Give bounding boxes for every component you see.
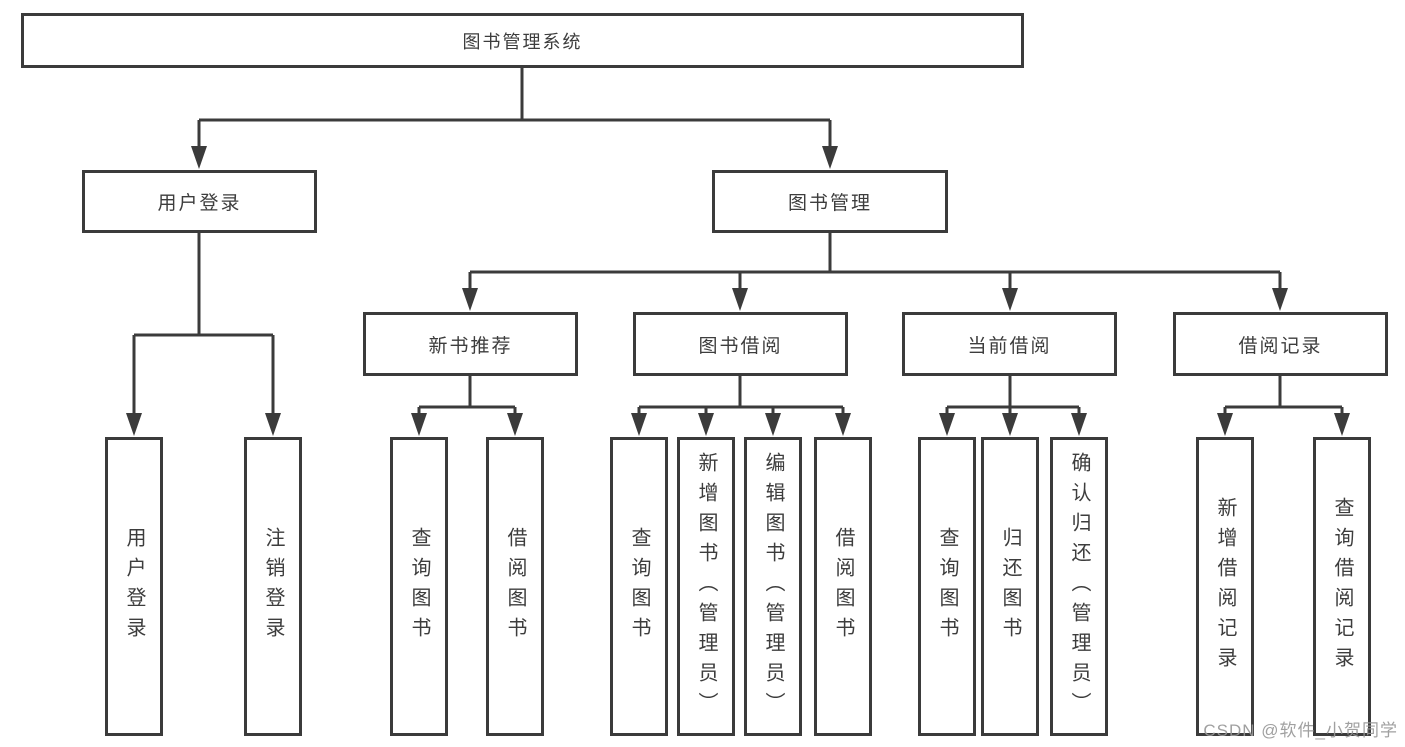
- node-label: 当前借阅: [967, 335, 1052, 357]
- node-user-login: 用户登录: [82, 170, 317, 233]
- leaf-borrow-books: 借阅图书: [486, 437, 544, 736]
- node-borrowing-records: 借阅记录: [1173, 312, 1388, 376]
- node-label: 用户登录: [157, 193, 242, 214]
- leaf-confirm-return-admin: 确认归还（管理员）: [1050, 437, 1108, 736]
- node-library-management-system: 图书管理系统: [21, 13, 1024, 68]
- node-label: 查询图书: [936, 526, 958, 647]
- leaf-add-books-admin: 新增图书（管理员）: [677, 437, 735, 736]
- leaf-user-login: 用户登录: [105, 437, 163, 736]
- node-new-book-recommend: 新书推荐: [363, 312, 578, 376]
- node-label: 用户登录: [123, 526, 145, 647]
- node-label: 新增借阅记录: [1214, 496, 1236, 677]
- node-label: 注销登录: [262, 526, 284, 647]
- node-label: 图书管理: [787, 193, 872, 214]
- node-book-borrowing: 图书借阅: [633, 312, 848, 376]
- leaf-borrow-books: 借阅图书: [814, 437, 872, 736]
- leaf-add-borrow-record: 新增借阅记录: [1196, 437, 1254, 736]
- leaf-query-books: 查询图书: [610, 437, 668, 736]
- node-label: 借阅图书: [504, 526, 526, 647]
- node-label: 编辑图书（管理员）: [762, 451, 784, 722]
- leaf-return-books: 归还图书: [981, 437, 1039, 736]
- leaf-query-borrow-record: 查询借阅记录: [1313, 437, 1371, 736]
- csdn-watermark: CSDN @软件_小贺同学: [1203, 721, 1398, 740]
- leaf-logout: 注销登录: [244, 437, 302, 736]
- node-book-management: 图书管理: [712, 170, 948, 233]
- node-label: 查询图书: [408, 526, 430, 647]
- node-label: 确认归还（管理员）: [1068, 451, 1090, 722]
- node-label: 新书推荐: [428, 335, 513, 357]
- leaf-query-books: 查询图书: [390, 437, 448, 736]
- tree-edges: [132, 68, 1344, 416]
- node-label: 查询图书: [628, 526, 650, 647]
- node-label: 图书借阅: [698, 335, 783, 357]
- leaf-query-books: 查询图书: [918, 437, 976, 736]
- node-label: 归还图书: [999, 526, 1021, 647]
- node-label: 图书管理系统: [462, 31, 583, 52]
- node-label: 借阅记录: [1238, 335, 1323, 357]
- node-label: 查询借阅记录: [1331, 496, 1353, 677]
- node-current-borrowing: 当前借阅: [902, 312, 1117, 376]
- node-label: 借阅图书: [832, 526, 854, 647]
- leaf-edit-books-admin: 编辑图书（管理员）: [744, 437, 802, 736]
- arrowheads: [126, 146, 1350, 436]
- node-label: 新增图书（管理员）: [695, 451, 717, 722]
